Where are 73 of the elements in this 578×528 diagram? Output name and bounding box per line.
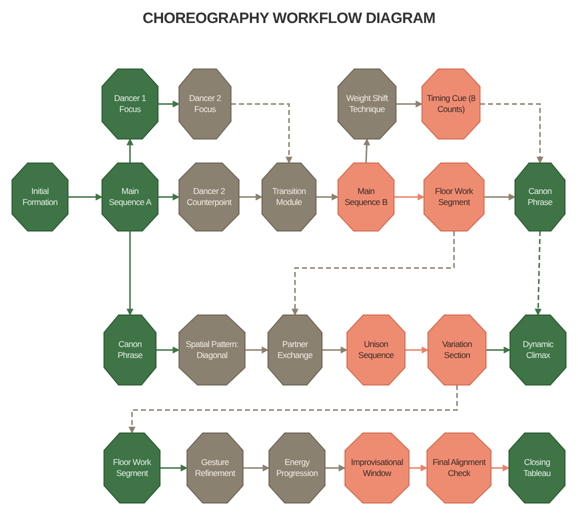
octagon-step-node: [269, 433, 325, 503]
dashed-arrow: [231, 103, 292, 164]
arrow: [396, 100, 423, 108]
dashed-arrow: [534, 230, 542, 316]
node-label: Energy Progression: [275, 456, 319, 480]
arrow: [325, 464, 346, 472]
octagon-step-node: [102, 163, 158, 231]
arrow: [126, 138, 134, 163]
arrow: [394, 194, 425, 200]
node-label: Gesture Refinement: [194, 456, 236, 480]
octagon-step-node: [428, 315, 486, 385]
arrow: [484, 194, 516, 200]
node-label: Main Sequence B: [344, 186, 388, 208]
octagon-step-node: [510, 315, 566, 385]
octagon-step-node: [104, 315, 156, 385]
node-label: Dancer 1 Focus: [113, 92, 147, 116]
arrow: [243, 464, 270, 472]
octagon-step-node: [179, 69, 231, 139]
octagon-step-node: [12, 163, 68, 231]
node-label: Main Sequence A: [108, 186, 152, 208]
node-label: Dancer 2 Focus: [188, 92, 222, 116]
octagon-step-node: [187, 433, 243, 503]
arrow: [156, 346, 180, 354]
node-label: Weight Shift Technique: [345, 92, 389, 116]
arrow: [322, 346, 348, 354]
octagon-step-node: [345, 433, 409, 503]
octagon-step-node: [104, 433, 160, 503]
octagon-step-node: [179, 315, 245, 385]
octagon-step-node: [509, 433, 565, 503]
node-label: Transition Module: [271, 186, 307, 208]
node-label: Partner Exchange: [276, 338, 314, 362]
node-label: Spatial Pattern: Diagonal: [184, 338, 240, 362]
octagon-step-node: [422, 69, 480, 139]
arrow: [363, 138, 370, 164]
octagon-step-node: [338, 69, 396, 139]
arrow: [486, 346, 511, 354]
diagram-title: CHOREOGRAPHY WORKFLOW DIAGRAM: [142, 10, 436, 27]
dashed-arrow: [480, 103, 544, 164]
node-label: Floor Work Segment: [434, 186, 474, 208]
octagon-step-node: [179, 163, 239, 231]
node-label: Improvisational Window: [350, 456, 404, 480]
arrow: [245, 346, 269, 354]
arrow: [68, 194, 103, 200]
octagon-step-node: [424, 163, 484, 231]
dashed-arrow: [292, 231, 455, 316]
arrow: [316, 194, 339, 200]
node-label: Canon Phrase: [116, 338, 144, 362]
node-label: Variation Section: [441, 338, 473, 362]
octagon-step-node: [427, 433, 491, 503]
node-label: Final Alignment Check: [432, 456, 487, 480]
node-label: Canon Phrase: [526, 186, 554, 208]
node-label: Dancer 2 Counterpoint: [186, 186, 232, 208]
node-label: Unison Sequence: [357, 338, 395, 362]
node-label: Closing Tableau: [522, 456, 552, 480]
node-label: Floor Work Segment: [112, 456, 152, 480]
octagon-step-node: [262, 163, 316, 231]
node-label: Initial Formation: [21, 186, 59, 208]
arrow: [158, 194, 180, 200]
arrow: [491, 464, 510, 472]
octagon-step-node: [268, 315, 322, 385]
dashed-arrow: [128, 385, 458, 434]
node-label: Dynamic Climax: [522, 338, 554, 362]
octagon-step-node: [102, 69, 158, 139]
arrow: [239, 194, 263, 200]
arrow: [405, 346, 429, 354]
arrow: [409, 464, 428, 472]
octagon-step-node: [338, 163, 394, 231]
octagon-step-node: [347, 315, 405, 385]
arrow: [126, 231, 134, 316]
arrow: [160, 464, 188, 472]
arrow: [158, 100, 180, 108]
node-label: Timing Cue (8 Counts): [426, 92, 476, 116]
octagon-step-node: [515, 163, 565, 231]
